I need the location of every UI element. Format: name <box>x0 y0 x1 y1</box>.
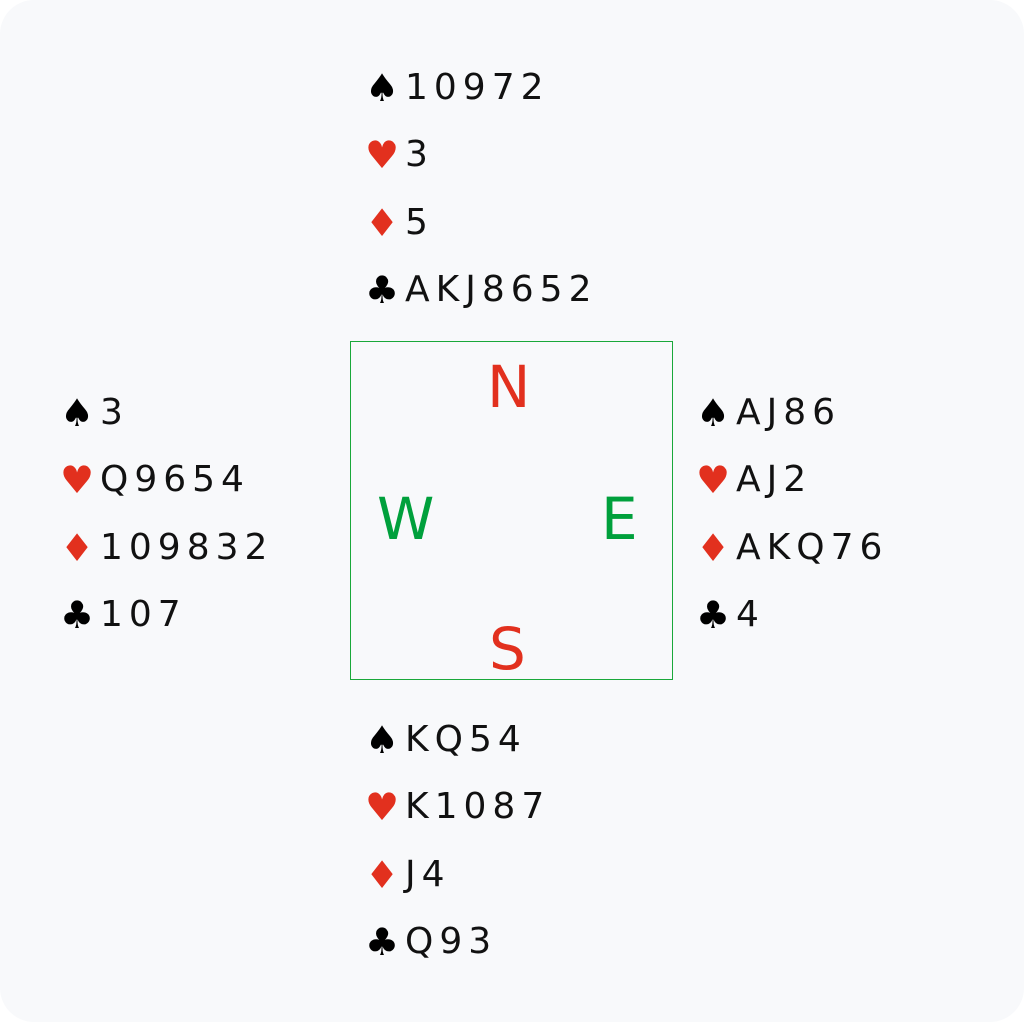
north-spades-row: ♠10972 <box>365 66 597 110</box>
north-hearts-row: ♥3 <box>365 133 597 177</box>
diamonds-icon: ♦ <box>365 200 400 245</box>
east-hearts-cards: AJ2 <box>736 459 813 501</box>
south-hearts-cards: K1087 <box>405 786 551 828</box>
east-diamonds-cards: AKQ76 <box>736 526 889 568</box>
west-hearts-cards: Q9654 <box>100 459 250 501</box>
compass-south: S <box>489 615 526 683</box>
diamonds-icon: ♦ <box>696 525 731 570</box>
north-diamonds-row: ♦5 <box>365 201 597 245</box>
south-hand: ♠KQ54♥K1087♦J4♣Q93 <box>365 718 550 987</box>
east-spades-row: ♠AJ86 <box>696 391 888 435</box>
south-spades-row: ♠KQ54 <box>365 718 550 762</box>
south-clubs-cards: Q93 <box>405 920 498 962</box>
west-diamonds-cards: 109832 <box>100 526 274 568</box>
west-hand: ♠3♥Q9654♦109832♣107 <box>60 391 273 660</box>
east-diamonds-row: ♦AKQ76 <box>696 526 888 570</box>
hearts-icon: ♥ <box>60 458 95 503</box>
south-diamonds-row: ♦J4 <box>365 853 550 897</box>
compass-box: N W E S <box>350 341 673 680</box>
compass-west: W <box>377 485 435 553</box>
north-hand: ♠10972♥3♦5♣AKJ8652 <box>365 66 597 335</box>
south-clubs-row: ♣Q93 <box>365 920 550 964</box>
spades-icon: ♠ <box>60 391 95 435</box>
west-diamonds-row: ♦109832 <box>60 526 273 570</box>
compass-east: E <box>601 485 638 553</box>
compass-north: N <box>487 353 531 421</box>
west-clubs-row: ♣107 <box>60 593 273 637</box>
diamonds-icon: ♦ <box>60 525 95 570</box>
east-hearts-row: ♥AJ2 <box>696 458 888 502</box>
east-clubs-row: ♣4 <box>696 593 888 637</box>
south-spades-cards: KQ54 <box>405 719 527 760</box>
north-hearts-cards: 3 <box>405 134 434 176</box>
east-spades-cards: AJ86 <box>736 392 842 433</box>
clubs-icon: ♣ <box>365 919 400 964</box>
north-spades-cards: 10972 <box>405 67 550 108</box>
west-spades-cards: 3 <box>100 392 129 433</box>
east-clubs-cards: 4 <box>736 593 765 635</box>
north-clubs-cards: AKJ8652 <box>405 268 598 310</box>
spades-icon: ♠ <box>696 391 731 435</box>
hearts-icon: ♥ <box>696 458 731 503</box>
spades-icon: ♠ <box>365 66 400 110</box>
west-spades-row: ♠3 <box>60 391 273 435</box>
south-hearts-row: ♥K1087 <box>365 785 550 829</box>
clubs-icon: ♣ <box>60 592 95 637</box>
west-hearts-row: ♥Q9654 <box>60 458 273 502</box>
hearts-icon: ♥ <box>365 785 400 830</box>
diamonds-icon: ♦ <box>365 852 400 897</box>
north-diamonds-cards: 5 <box>405 201 434 243</box>
south-diamonds-cards: J4 <box>405 853 451 895</box>
east-hand: ♠AJ86♥AJ2♦AKQ76♣4 <box>696 391 888 660</box>
west-clubs-cards: 107 <box>100 593 187 635</box>
spades-icon: ♠ <box>365 718 400 762</box>
north-clubs-row: ♣AKJ8652 <box>365 268 597 312</box>
clubs-icon: ♣ <box>696 592 731 637</box>
hearts-icon: ♥ <box>365 133 400 178</box>
clubs-icon: ♣ <box>365 267 400 312</box>
